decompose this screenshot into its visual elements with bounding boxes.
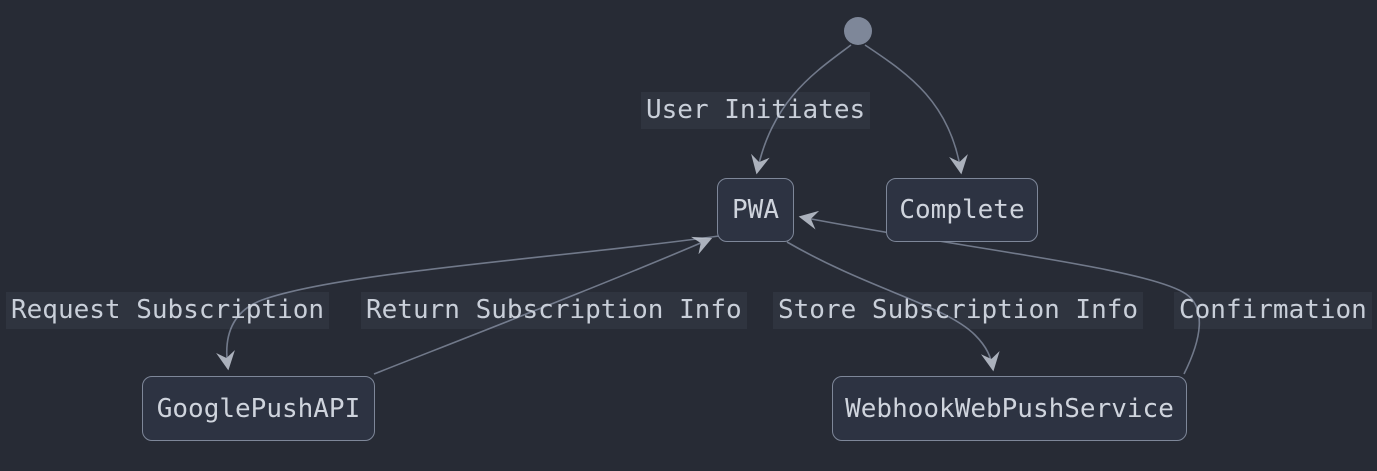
state-node-complete: Complete <box>886 178 1038 242</box>
edge-label-store-subscription-info: Store Subscription Info <box>773 292 1144 329</box>
state-node-googlepushapi: GooglePushAPI <box>142 376 375 441</box>
transition-pwa-to-webhook-path <box>786 241 1000 372</box>
transition-googlepushapi-to-pwa-path <box>373 236 713 375</box>
edge-label-confirmation: Confirmation <box>1174 292 1372 329</box>
start-state-circle <box>844 17 872 45</box>
edge-label-user-initiates: User Initiates <box>641 92 871 129</box>
edge-label-request-subscription: Request Subscription <box>6 292 330 329</box>
transition-pwa-to-googlepushapi-path <box>216 235 720 371</box>
transition-start-to-complete-path <box>864 44 968 175</box>
transition-start-to-pwa-path <box>751 44 852 175</box>
edge-label-return-subscription-info: Return Subscription Info <box>361 292 747 329</box>
state-node-pwa: PWA <box>717 178 794 242</box>
state-node-webhookwebpushservice: WebhookWebPushService <box>832 376 1187 441</box>
